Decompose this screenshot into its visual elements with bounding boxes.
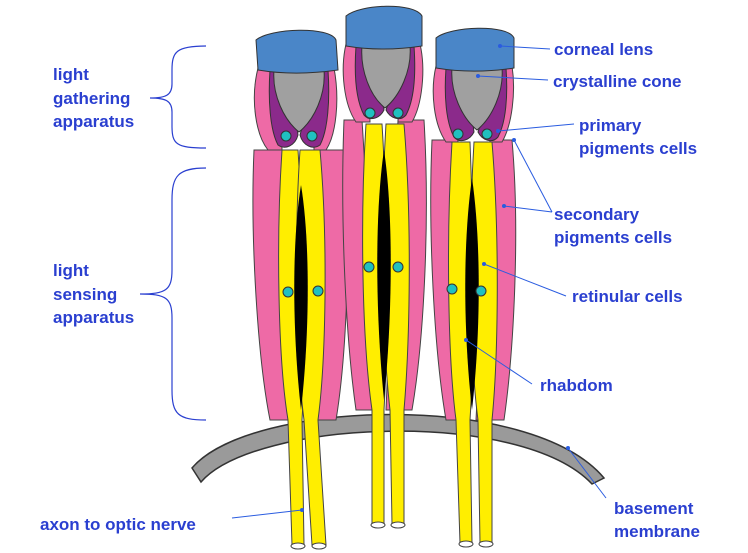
pointer-lines [231,45,607,519]
ommatidium-middle [342,5,427,529]
nucleus [306,130,318,142]
retinular-cell-end [390,521,406,529]
nucleus [452,128,464,140]
pointer-primary-pigment [497,123,575,132]
retinular-cell-end [311,542,327,550]
rhabdom [377,150,391,400]
brace-light-sensing [139,167,207,421]
nucleus [282,286,294,298]
label-crystalline-cone: crystalline cone [553,72,682,91]
rhabdom [465,178,479,410]
pointer-corneal-lens [499,45,551,50]
crystalline-cone [361,45,411,109]
label-rhabdom: rhabdom [540,376,613,395]
pointer-retinular [483,263,567,297]
label-retinular-cells: retinular cells [572,287,683,306]
nucleus [312,285,324,297]
nucleus [363,261,375,273]
nucleus [392,107,404,119]
retinular-cell-end [370,521,386,529]
pointer-secondary-pigment-b [503,205,553,213]
retinular-cell-end [458,540,474,548]
corneal-lens [345,5,423,50]
pointer-basement [567,447,607,499]
ommatidium-left [252,29,349,550]
crystalline-cone [451,67,503,131]
pointer-secondary-pigment-a [513,139,553,213]
label-basement-membrane: basement membrane [614,499,700,541]
nucleus [364,107,376,119]
label-secondary-pigment: secondary pigments cells [554,205,672,247]
ommatidium-right [430,27,517,548]
pointer-dots [300,44,570,512]
pointer-axon [231,509,303,519]
label-light-gathering: light gathering apparatus [53,65,135,131]
nucleus [446,283,458,295]
pointer-rhabdom [465,339,533,385]
brace-light-gathering [149,45,207,149]
label-corneal-lens: corneal lens [554,40,653,59]
corneal-lens [435,27,515,72]
nucleus [392,261,404,273]
nucleus [280,130,292,142]
pointer-crystalline-cone [477,75,549,81]
rhabdom [294,185,308,410]
corneal-lens [255,29,339,74]
nucleus [481,128,493,140]
crystalline-cone [273,69,325,133]
label-axon: axon to optic nerve [40,515,196,534]
label-primary-pigment: primary pigments cells [579,116,697,158]
retinular-cell-end [478,540,494,548]
retinular-cell-end [290,542,306,550]
nucleus [475,285,487,297]
label-light-sensing: light sensing apparatus [53,261,134,327]
